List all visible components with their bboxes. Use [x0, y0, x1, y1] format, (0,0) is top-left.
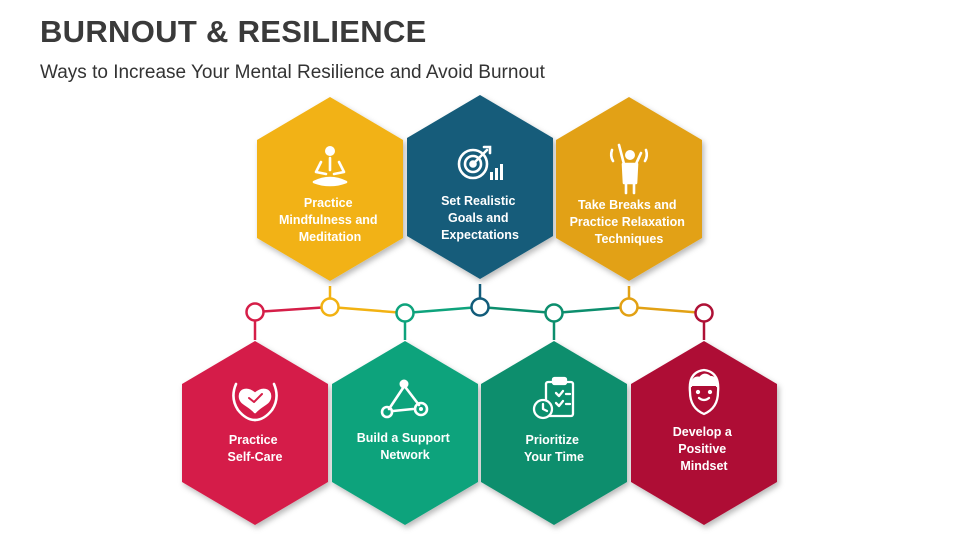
label-mindfulness: Practice Mindfulness and Meditation [279, 196, 381, 244]
node-selfcare [245, 302, 265, 322]
heart-hands-icon [232, 382, 278, 422]
node-mindset [694, 303, 714, 323]
page-subtitle: Ways to Increase Your Mental Resilience … [40, 62, 545, 83]
brain-head-icon [688, 368, 720, 416]
target-icon [457, 145, 503, 180]
hex-time: Prioritize Your Time [481, 341, 627, 525]
label-goals: Set Realistic Goals and Expectations [441, 194, 519, 242]
hex-goals: Set Realistic Goals and Expectations [407, 95, 553, 279]
stretching-icon [609, 143, 649, 195]
node-goals [470, 297, 490, 317]
node-breaks [619, 297, 639, 317]
label-time: Prioritize Your Time [524, 433, 584, 464]
hex-mindset: Develop a Positive Mindset [631, 341, 777, 525]
meditation-icon [312, 146, 348, 187]
label-selfcare: Practice Self-Care [228, 433, 283, 464]
label-support: Build a Support Network [357, 431, 454, 462]
clipboard-clock-icon [532, 376, 575, 420]
network-icon [380, 379, 429, 419]
node-time [544, 303, 564, 323]
node-mindfulness [320, 297, 340, 317]
page-title: BURNOUT & RESILIENCE [40, 14, 427, 49]
hex-breaks: Take Breaks and Practice Relaxation Tech… [556, 97, 702, 281]
connector-line [253, 284, 706, 340]
node-support [395, 303, 415, 323]
connector-nodes [245, 297, 714, 323]
label-breaks: Take Breaks and Practice Relaxation Tech… [570, 198, 689, 246]
hex-selfcare: Practice Self-Care [182, 341, 328, 525]
label-mindset: Develop a Positive Mindset [673, 425, 736, 473]
hex-support: Build a Support Network [332, 341, 478, 525]
hex-mindfulness: Practice Mindfulness and Meditation [257, 97, 403, 281]
